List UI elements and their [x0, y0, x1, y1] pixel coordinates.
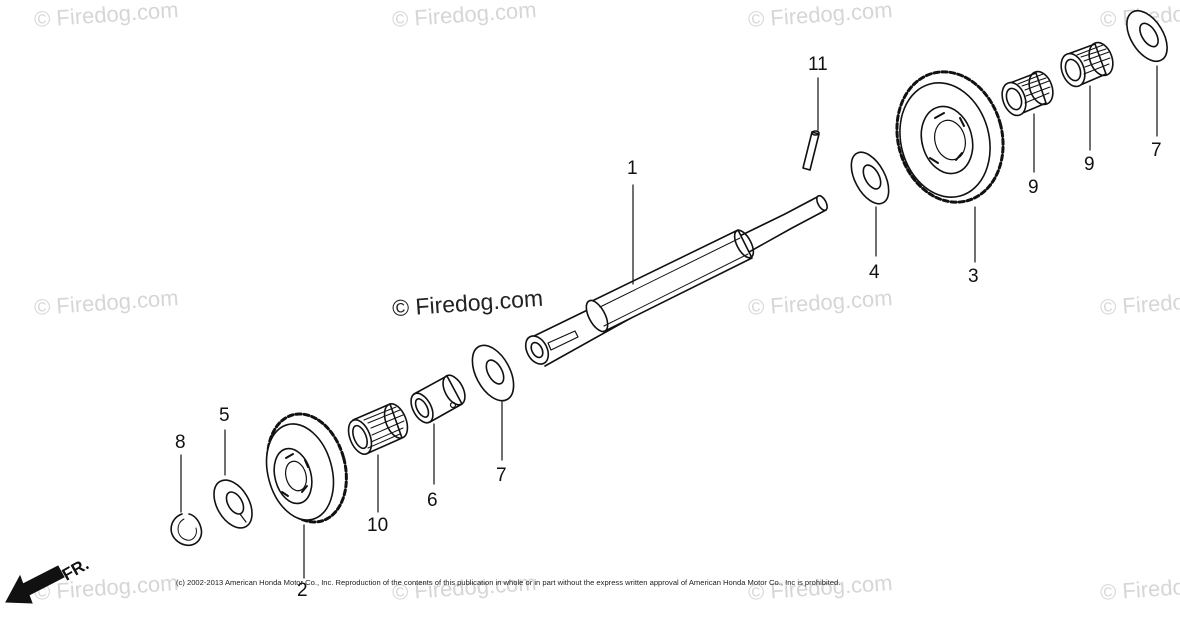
collar-part-6 — [410, 374, 466, 424]
washer-part-5 — [213, 479, 253, 529]
bearing-part-9 — [1060, 41, 1114, 88]
circlip-part-8 — [170, 513, 203, 547]
washer-part-7 — [471, 344, 515, 402]
callout-3: 3 — [968, 266, 979, 287]
copyright-notice: (c) 2002-2013 American Honda Motor Co., … — [176, 578, 841, 587]
callout-2: 2 — [297, 580, 308, 601]
callout-9: 9 — [1084, 154, 1095, 175]
washer-part-4 — [850, 151, 890, 205]
callout-11: 11 — [808, 54, 828, 75]
bearing-part-9 — [1001, 70, 1054, 117]
callout-4: 4 — [869, 262, 880, 283]
gear-part-2 — [265, 412, 348, 524]
washer-part-7 — [1126, 9, 1168, 63]
callout-6: 6 — [427, 490, 438, 511]
bearing-part-10 — [347, 403, 409, 455]
gear-part-3 — [895, 70, 1005, 204]
front-arrow-icon — [5, 565, 65, 604]
callout-7: 7 — [1151, 140, 1162, 161]
callout-9: 9 — [1028, 177, 1039, 198]
callout-7: 7 — [496, 465, 507, 486]
shaft-part-1 — [524, 194, 828, 367]
callout-5: 5 — [219, 405, 230, 426]
leader-lines — [180, 65, 1158, 579]
callout-1: 1 — [627, 158, 638, 179]
callout-8: 8 — [175, 432, 186, 453]
pin-part-11 — [802, 130, 820, 171]
callout-10: 10 — [367, 515, 389, 536]
